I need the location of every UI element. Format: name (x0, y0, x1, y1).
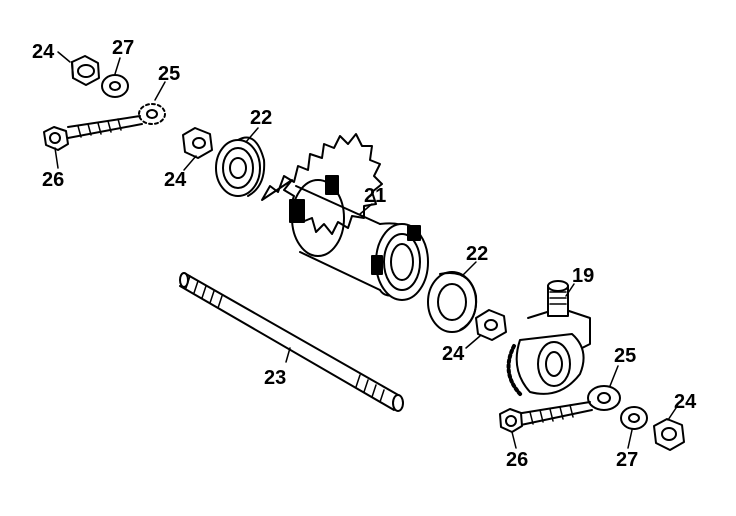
hex-nut-middle-left (182, 127, 213, 159)
hex-nut-top-left (71, 55, 100, 86)
bearing-lower (427, 271, 478, 333)
bolt-head-lower (499, 408, 523, 433)
chain-tensioner (506, 280, 591, 398)
hex-nut-lower-right (653, 418, 685, 451)
eye-bolt-lower-right (515, 385, 621, 427)
bearing-upper (215, 136, 266, 197)
callout-23: 23 (264, 367, 287, 389)
callout-24: 24 (164, 169, 187, 191)
washer-top-left (101, 74, 129, 98)
callout-26: 26 (42, 169, 65, 191)
sprocket-hub (261, 133, 429, 301)
callout-27: 27 (112, 37, 135, 59)
leader-lines (54, 51, 677, 449)
callout-24: 24 (442, 343, 465, 365)
bolt-head-top-left (43, 126, 69, 151)
callout-26: 26 (506, 449, 529, 471)
callout-24: 24 (32, 41, 55, 63)
callout-25: 25 (614, 345, 637, 367)
hex-nut-lower-middle (475, 309, 507, 341)
callout-27: 27 (616, 449, 639, 471)
callout-22: 22 (466, 243, 489, 265)
callout-25: 25 (158, 63, 181, 85)
eye-bolt-top-left (67, 103, 166, 139)
callout-22: 22 (250, 107, 273, 129)
callout-19: 19 (572, 265, 595, 287)
washer-lower-right (620, 406, 648, 430)
threaded-axle (179, 272, 404, 412)
callout-21: 21 (364, 185, 387, 207)
callout-24: 24 (674, 391, 697, 413)
